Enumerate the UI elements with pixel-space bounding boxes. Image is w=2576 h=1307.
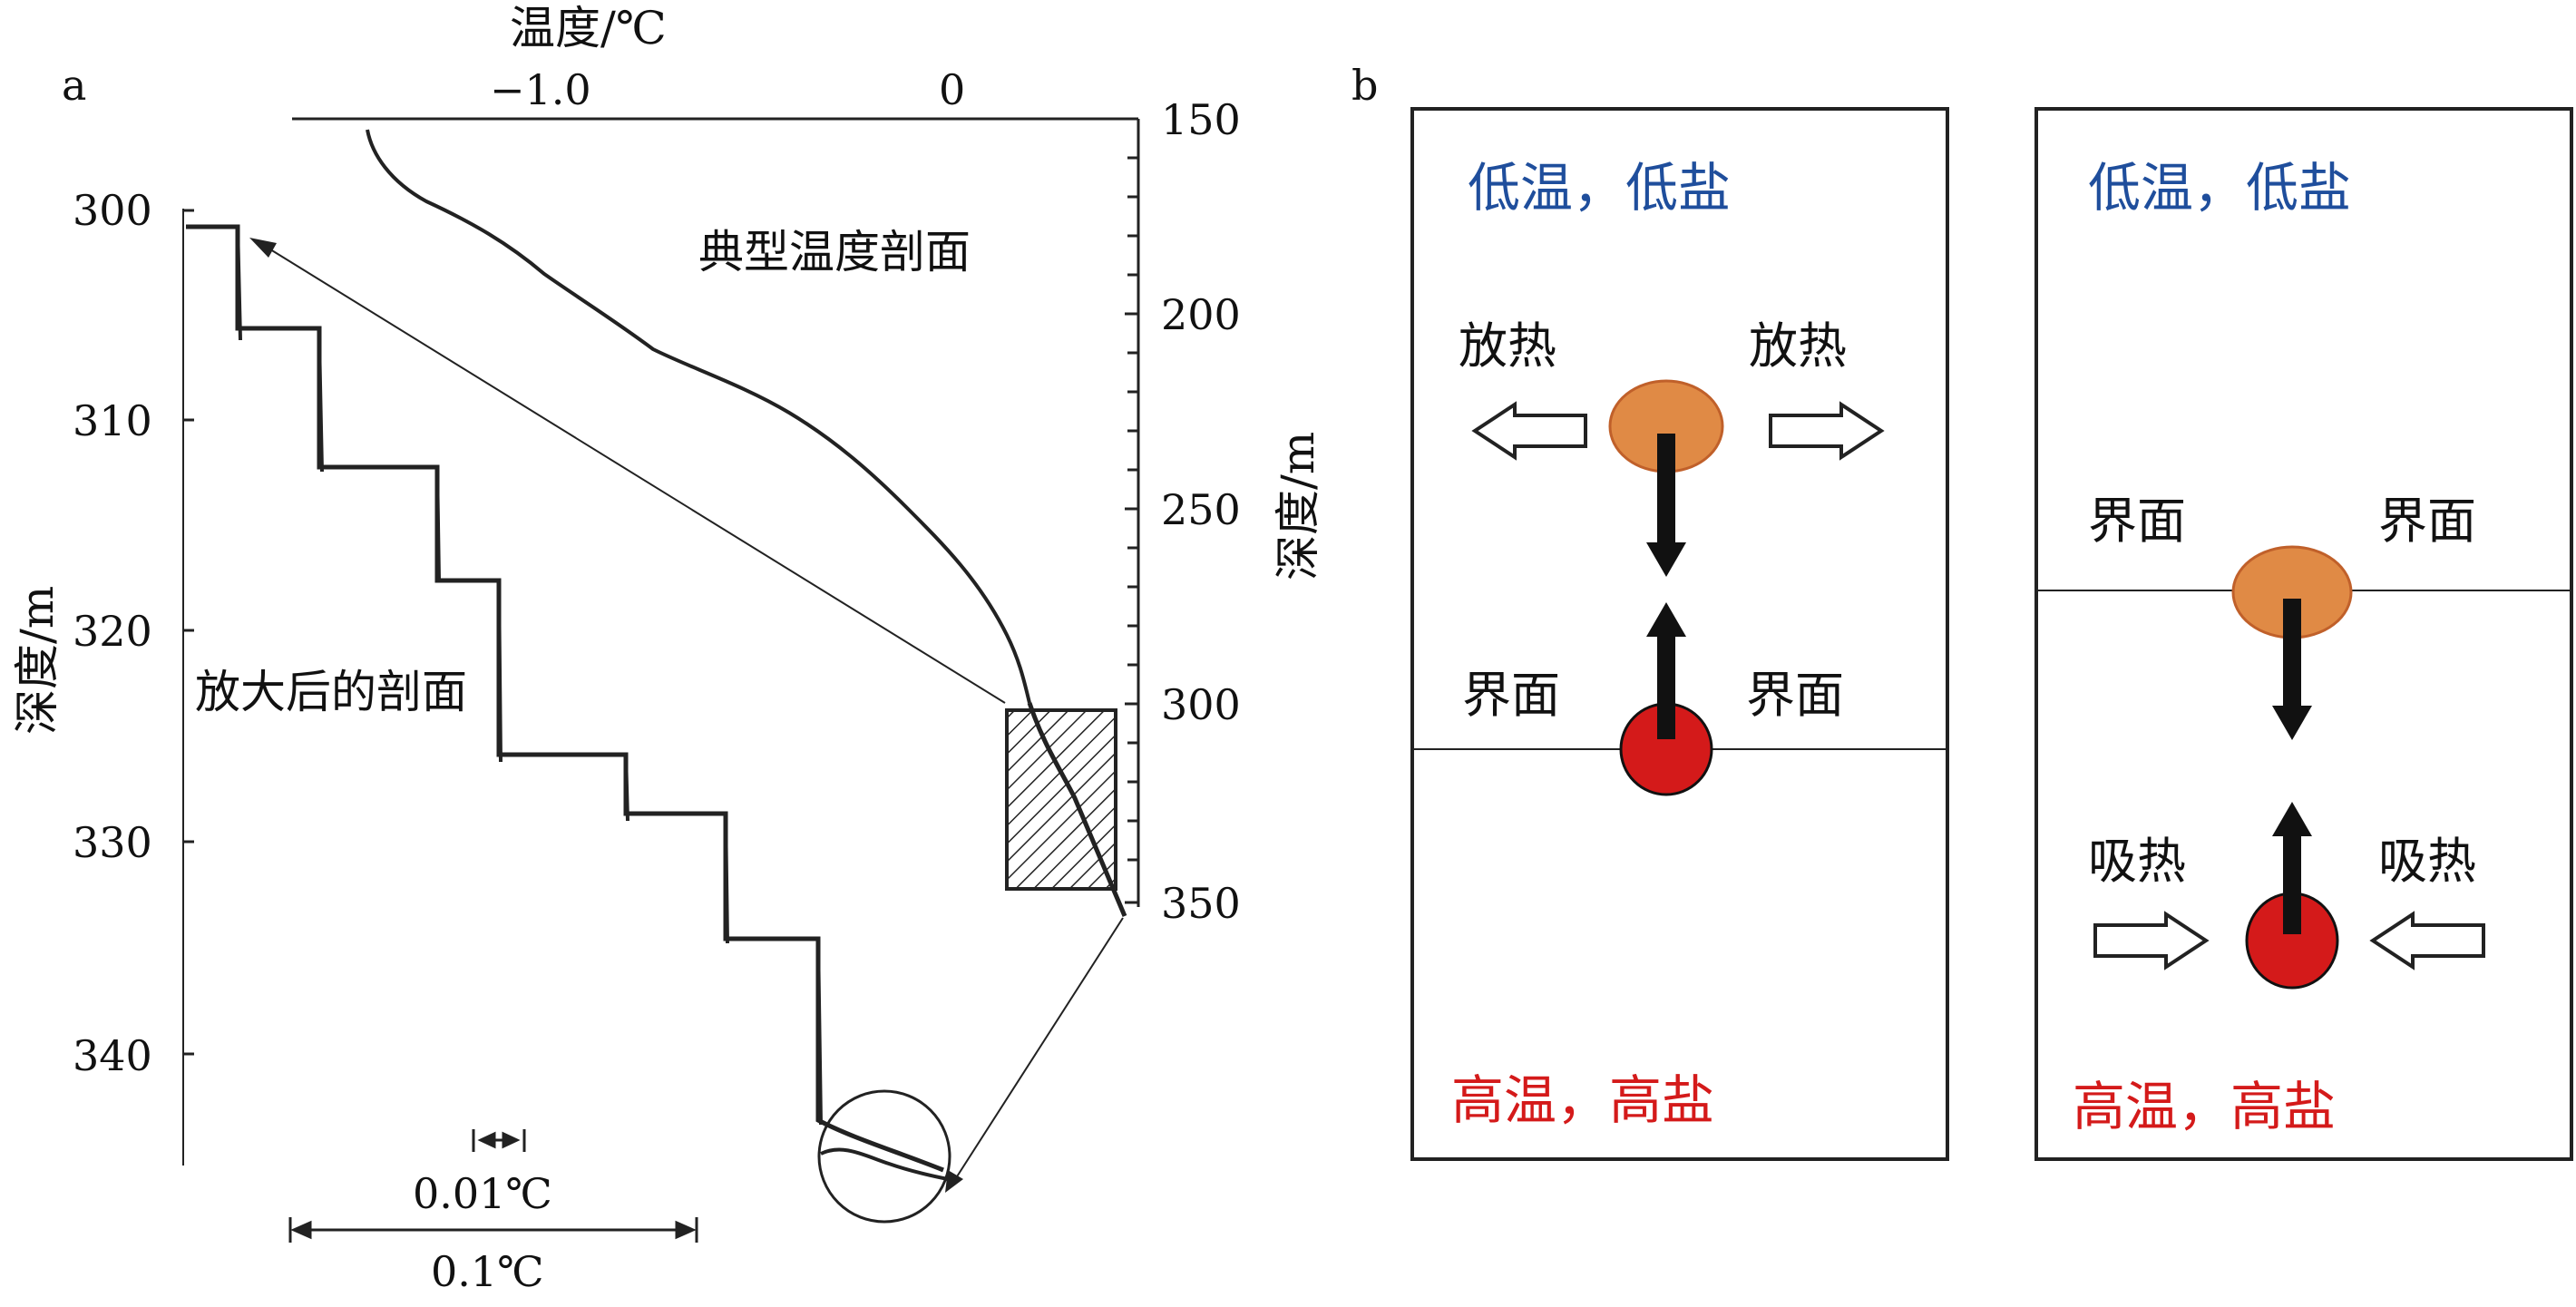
right-box-top-text: 低温，低盐: [2088, 157, 2351, 219]
right-box-absorb-right: 吸热: [2378, 833, 2476, 890]
left-down-arrow-head: [1646, 542, 1686, 577]
scale-bar-small: [472, 1129, 526, 1152]
zoomed-staircase-profile: [186, 224, 944, 1173]
left-axis-ticks: [183, 209, 194, 1056]
right-box-bottom-text: 高温，高盐: [2073, 1076, 2336, 1137]
connector-arrowhead-circle: [945, 1170, 963, 1193]
right-up-arrow-head: [2272, 802, 2312, 836]
typical-profile-label: 典型温度剖面: [698, 226, 971, 278]
left-up-arrow-head: [1646, 602, 1686, 637]
connector-to-zoomed-top: [262, 244, 1006, 704]
right-axis-title: 深度/m: [1272, 432, 1324, 580]
right-tick-300: 300: [1161, 680, 1241, 729]
right-axis-ticks: [1125, 117, 1138, 904]
left-box-interface-right: 界面: [1746, 667, 1844, 724]
left-box: 低温，低盐 放热 放热 界面 界面 高温，高盐: [1410, 107, 1949, 1161]
connector-to-circle: [951, 917, 1124, 1185]
scale-large-label: 0.1℃: [431, 1247, 544, 1296]
right-tick-350: 350: [1161, 879, 1241, 928]
right-box: 低温，低盐 界面 界面 吸热 吸热 高温，高盐: [2034, 107, 2573, 1161]
zoomed-profile-label: 放大后的剖面: [195, 666, 467, 718]
connector-arrowhead-top: [249, 238, 277, 258]
right-tick-250: 250: [1161, 485, 1241, 534]
panel-b-label: b: [1351, 61, 1378, 110]
magnify-circle-profile: [820, 1147, 949, 1181]
scale-small-label: 0.01℃: [413, 1169, 552, 1218]
profile-inside-region: [1027, 702, 1127, 917]
panel-b: b 低温，低盐 放热 放热 界面 界面 高温，高盐 低温，低盐 界面: [1351, 61, 2573, 1161]
top-axis-title: 温度/℃: [510, 2, 667, 54]
top-tick-label-neg1: −1.0: [490, 65, 591, 114]
left-tick-300: 300: [73, 186, 152, 235]
right-box-frame: [2034, 107, 2573, 1161]
right-absorb-arrow-left: [2093, 911, 2210, 970]
magnify-circle: [817, 1089, 951, 1224]
left-tick-330: 330: [73, 818, 152, 867]
left-box-release-left: 放热: [1459, 317, 1556, 375]
typical-temperature-profile: [366, 129, 1031, 704]
hatched-zoom-region: [1005, 708, 1117, 891]
left-box-frame: [1410, 107, 1949, 1161]
left-box-interface-left: 界面: [1462, 667, 1560, 724]
left-tick-310: 310: [73, 396, 152, 445]
right-box-interface-left: 界面: [2088, 493, 2186, 550]
left-axis-title: 深度/m: [11, 586, 63, 735]
scale-bar-large: [288, 1217, 698, 1243]
right-absorb-arrow-right: [2369, 911, 2485, 970]
right-tick-200: 200: [1161, 290, 1241, 339]
left-box-top-text: 低温，低盐: [1468, 157, 1731, 219]
panel-a-label: a: [62, 61, 86, 110]
right-tick-150: 150: [1161, 95, 1241, 144]
panel-a: a 温度/℃ −1.0 0: [11, 2, 1324, 1296]
left-release-arrow-left: [1471, 401, 1587, 461]
right-box-absorb-left: 吸热: [2088, 833, 2186, 890]
left-tick-320: 320: [73, 607, 152, 656]
top-tick-label-0: 0: [939, 65, 965, 114]
left-box-release-right: 放热: [1749, 317, 1847, 375]
zoomed-steps-detail: [236, 226, 823, 1126]
right-box-interface-right: 界面: [2378, 493, 2476, 550]
left-box-bottom-text: 高温，高盐: [1451, 1069, 1714, 1131]
right-down-arrow-head: [2272, 706, 2312, 740]
left-tick-340: 340: [73, 1031, 152, 1080]
left-release-arrow-right: [1769, 401, 1885, 461]
